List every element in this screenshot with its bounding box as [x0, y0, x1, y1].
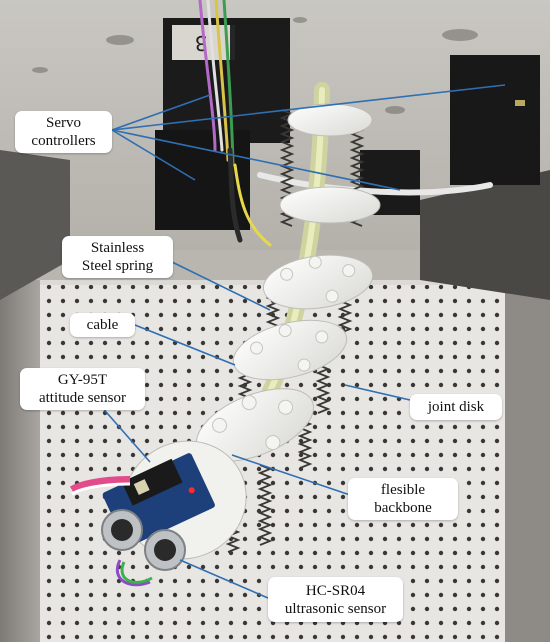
attitude-sensor-chip: [121, 458, 183, 506]
label-backbone-line1: flesible: [380, 482, 426, 498]
label-attitude-sensor: GY-95T attitude sensor: [20, 368, 145, 410]
label-backbone-line2: backbone: [374, 500, 432, 516]
leader-cable: [134, 324, 236, 366]
label-joint-disk: joint disk: [410, 394, 502, 420]
leader-spring: [171, 261, 271, 311]
leader-ultrasonic: [179, 559, 269, 599]
label-joint-disk-text: joint disk: [427, 399, 485, 415]
label-stainless-steel-spring: Stainless Steel spring: [62, 236, 173, 278]
leader-servo-4: [111, 129, 196, 181]
label-cable-text: cable: [86, 317, 119, 333]
label-ultrasonic-line2: ultrasonic sensor: [284, 600, 387, 617]
leader-joint-disk: [344, 384, 411, 401]
ceiling-left-edge: [0, 150, 70, 300]
label-servo-controllers-line1: Servo: [46, 115, 81, 131]
right-wall: [505, 270, 550, 642]
label-spring-line1: Stainless: [90, 240, 145, 256]
left-wall: [0, 250, 40, 642]
leader-backbone: [231, 454, 351, 496]
label-ultrasonic-line1: HC-SR04: [305, 582, 366, 599]
leader-servo-3: [111, 129, 401, 191]
leader-servo-2: [111, 84, 506, 131]
leader-servo-1: [111, 94, 211, 131]
label-cable: cable: [70, 313, 135, 337]
leader-attitude-sensor: [99, 404, 151, 463]
label-attitude-line2: attitude sensor: [38, 390, 127, 406]
label-spring-line2: Steel spring: [81, 258, 154, 274]
label-attitude-line1: GY-95T: [57, 372, 108, 388]
label-ultrasonic-sensor: HC-SR04 ultrasonic sensor: [268, 577, 403, 622]
label-flexible-backbone: flesible backbone: [348, 478, 458, 520]
ultrasonic-sensor-board: [69, 453, 215, 587]
label-servo-controllers: Servo controllers: [15, 111, 112, 153]
leader-lines: [99, 84, 506, 599]
label-servo-controllers-line2: controllers: [31, 133, 96, 149]
ceiling-right-edge: [420, 170, 550, 300]
controller-box-right: [450, 55, 540, 185]
